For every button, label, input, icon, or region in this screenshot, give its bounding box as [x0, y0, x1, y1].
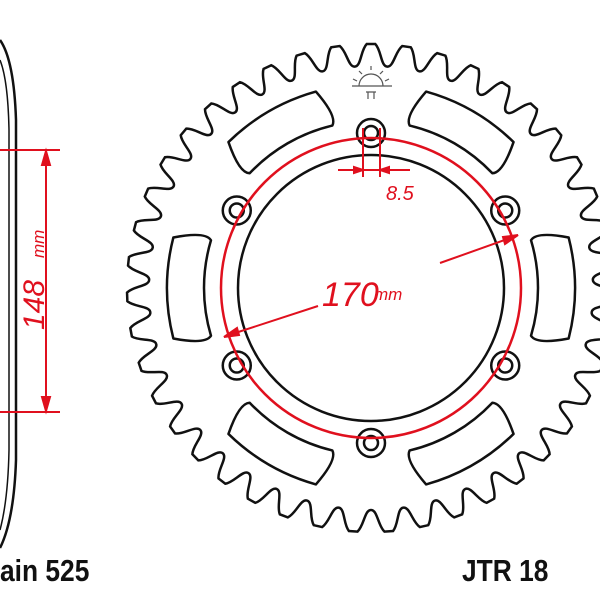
- side-view: [0, 39, 18, 549]
- bolt-hole-boss: [355, 117, 387, 149]
- bolt-hole-dimension: [338, 128, 410, 177]
- height-dimension: [0, 147, 60, 415]
- bolt-hole-boss: [489, 350, 521, 381]
- chain-label: ain 525: [0, 553, 90, 588]
- bolt-hole-boss: [221, 350, 253, 381]
- arrow-down-icon: [40, 396, 52, 415]
- lightening-slot: [407, 401, 515, 486]
- sprocket-front-view: [125, 42, 600, 533]
- bolt-circle-dimension: [223, 234, 519, 338]
- bolt-hole-boss: [221, 195, 253, 226]
- lightening-slot: [227, 401, 335, 486]
- height-unit: mm: [29, 230, 48, 258]
- bolt-circle-unit: mm: [374, 285, 402, 304]
- lightening-slot: [407, 90, 515, 175]
- bolt-hole: [362, 434, 380, 452]
- height-value: 148: [18, 280, 51, 330]
- bolt-hole-boss: [355, 427, 387, 459]
- sprocket-teeth-outline: [125, 42, 600, 533]
- arrow-up-icon: [40, 147, 52, 166]
- lightening-slot: [529, 233, 577, 343]
- part-number-label: JTR 18: [462, 553, 549, 588]
- bolt-hole-value: 8.5: [386, 183, 415, 205]
- lightening-slot: [165, 233, 213, 343]
- bolt-circle-value: 170: [322, 276, 379, 314]
- sun-logo-icon: [352, 66, 392, 99]
- center-bore: [236, 153, 506, 423]
- bolt-hole-boss: [489, 195, 521, 226]
- lightening-slot: [227, 90, 335, 175]
- bolt-circle: [219, 136, 523, 440]
